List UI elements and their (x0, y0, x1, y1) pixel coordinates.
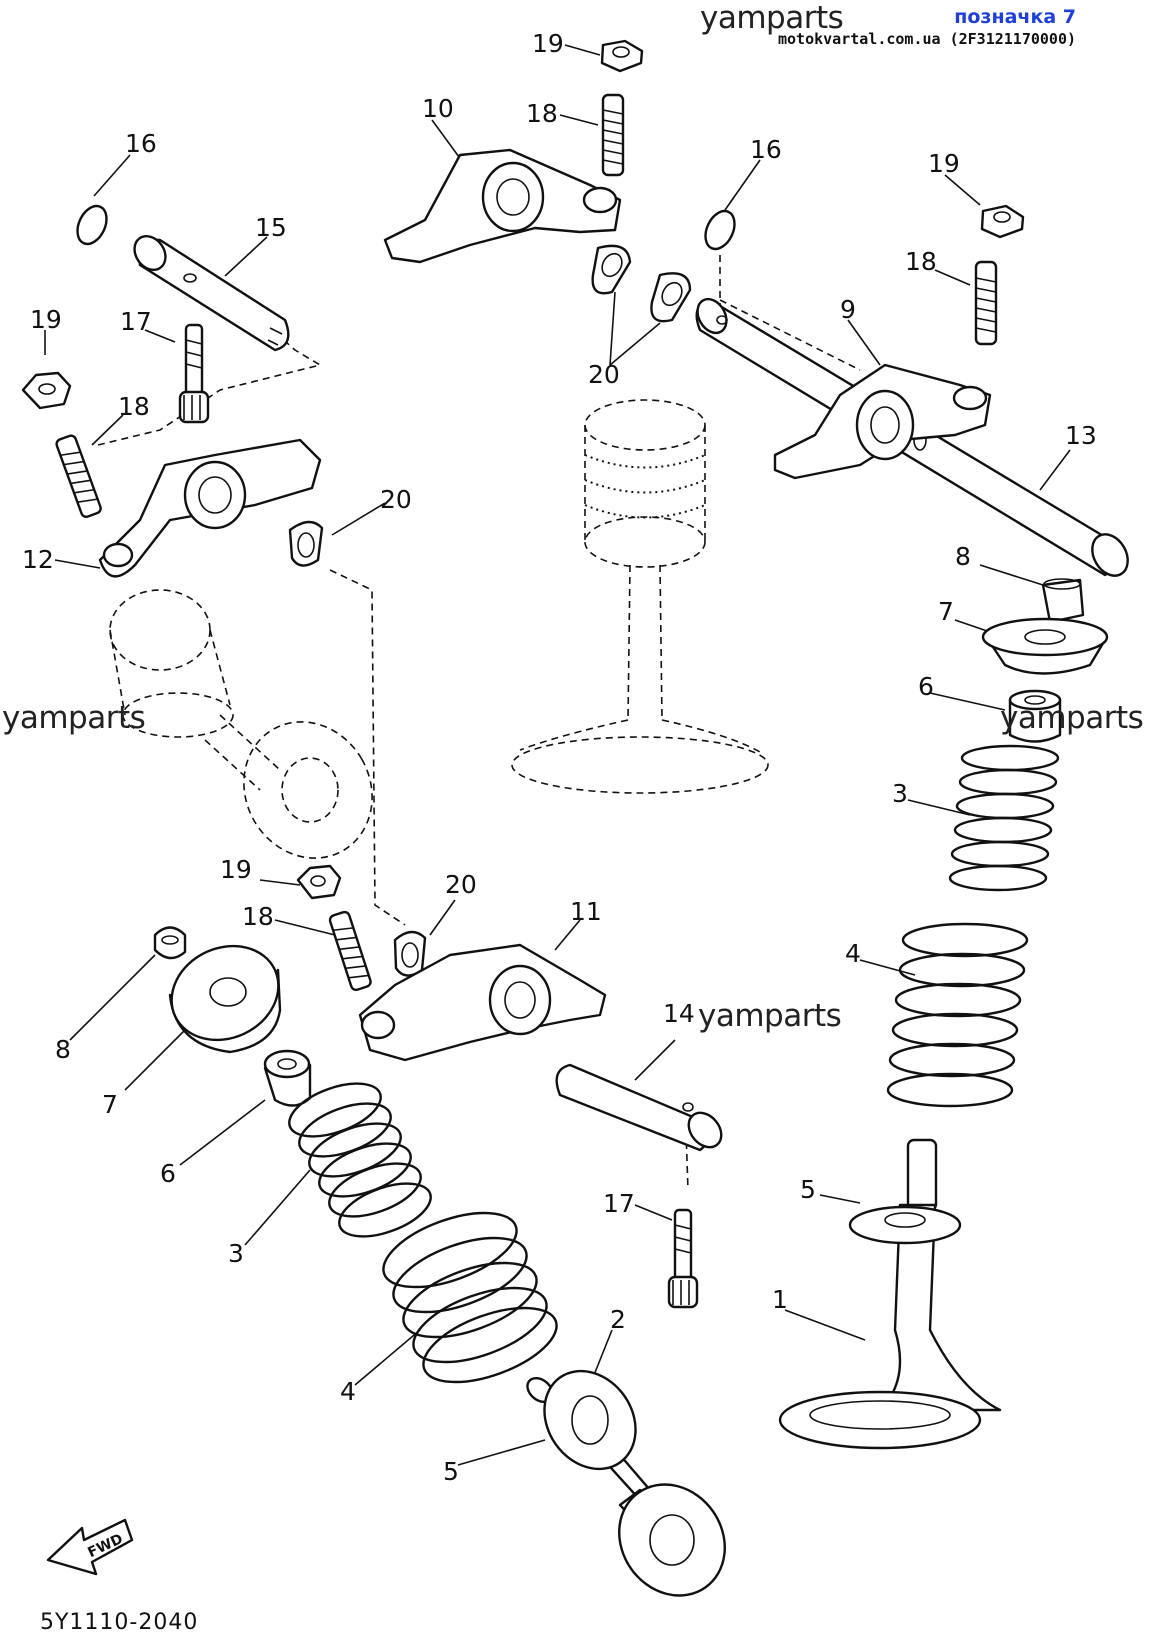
watermark-top: yamparts (700, 0, 844, 36)
callout-14: 14 (663, 999, 695, 1028)
callout-20: 20 (588, 360, 620, 389)
valve-seat-5-left (543, 1369, 637, 1471)
callout-5: 5 (800, 1175, 816, 1204)
callout-12: 12 (22, 545, 54, 574)
inner-spring-3-left (288, 1082, 432, 1238)
o-ring-16-left (76, 204, 108, 246)
callout-7: 7 (102, 1090, 118, 1119)
rocker-arm-9 (773, 363, 992, 480)
watermark-left: yamparts (2, 700, 146, 736)
callout-3: 3 (228, 1239, 244, 1268)
retainer-7-left (168, 944, 282, 1054)
callout-17: 17 (603, 1189, 635, 1218)
nut-19-right (980, 204, 1025, 239)
watermark-right: yamparts (1000, 700, 1144, 736)
site-reference: motokvartal.com.ua (2F3121170000) (777, 30, 1076, 48)
rocker-arm-10 (383, 148, 622, 264)
outer-spring-4-left (382, 1211, 558, 1384)
callout-18: 18 (526, 99, 558, 128)
callout-10: 10 (422, 94, 454, 123)
callout-18: 18 (242, 902, 274, 931)
cotter-8-right (1041, 578, 1085, 624)
callout-2: 2 (610, 1305, 626, 1334)
outer-spring-4-right (886, 922, 1029, 1108)
rocker-shaft-14 (555, 1063, 723, 1152)
bolt-17-left (178, 323, 210, 424)
callout-8: 8 (955, 542, 971, 571)
callout-13: 13 (1065, 421, 1097, 450)
callout-4: 4 (845, 939, 861, 968)
adjuster-18-left (55, 434, 102, 518)
callout-15: 15 (255, 213, 287, 242)
spacer-20-left (288, 520, 324, 567)
watermark-middle: yamparts (698, 998, 842, 1034)
inner-spring-3-right (948, 744, 1060, 892)
callout-6: 6 (160, 1159, 176, 1188)
valve-seal-6-left (263, 1049, 312, 1107)
callout-labels: 19 18 10 16 15 19 17 18 12 16 19 18 20 9… (22, 29, 1097, 1486)
callout-9: 9 (840, 295, 856, 324)
callout-19: 19 (532, 29, 564, 58)
callout-8: 8 (55, 1035, 71, 1064)
nut-19-top (600, 39, 644, 73)
valve-seat-5-right (848, 1205, 962, 1245)
adjuster-18-right (974, 260, 998, 346)
valve-seal-6-right (1008, 689, 1062, 743)
callout-19: 19 (220, 855, 252, 884)
callout-16: 16 (750, 135, 782, 164)
ghost-valve-center (511, 399, 769, 794)
callout-11: 11 (570, 897, 602, 926)
callout-3: 3 (892, 779, 908, 808)
valve-1 (778, 1138, 1002, 1450)
adjuster-18-middle (328, 910, 372, 992)
nut-19-left (21, 371, 72, 410)
spacer-20-topright (650, 272, 692, 323)
rocker-shaft-13-end (696, 297, 728, 335)
callout-6: 6 (918, 672, 934, 701)
bolt-17-right (667, 1208, 699, 1309)
o-ring-16-right (704, 209, 736, 251)
callout-17: 17 (120, 307, 152, 336)
callout-18: 18 (905, 247, 937, 276)
rocker-arm-11 (358, 943, 607, 1062)
retainer-7-right (981, 617, 1109, 675)
reference-label: позначка 7 (954, 6, 1076, 28)
leader-lines (44, 44, 1071, 1466)
adjuster-18-top (601, 93, 625, 177)
callout-19: 19 (928, 149, 960, 178)
callout-20: 20 (445, 870, 477, 899)
callout-5: 5 (443, 1457, 459, 1486)
callout-18: 18 (118, 392, 150, 421)
spacer-20-top (591, 244, 632, 295)
ghost-valve-left (109, 589, 373, 859)
spacer-20-middle (393, 930, 427, 977)
callout-16: 16 (125, 129, 157, 158)
diagram-code: 5Y1110-2040 (40, 1610, 199, 1635)
callout-20: 20 (380, 485, 412, 514)
rocker-arm-12 (98, 438, 322, 578)
rocker-shaft-15 (133, 235, 290, 352)
callout-19: 19 (30, 305, 62, 334)
cotter-8-left (153, 926, 187, 960)
callout-4: 4 (340, 1377, 356, 1406)
callout-1: 1 (772, 1285, 788, 1314)
callout-7: 7 (938, 597, 954, 626)
nut-19-middle (296, 864, 342, 900)
fwd-arrow-icon: FWD (46, 1518, 134, 1576)
